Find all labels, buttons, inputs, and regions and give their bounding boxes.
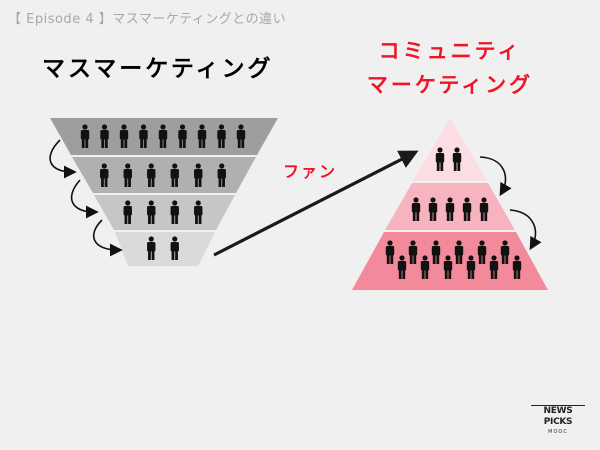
mass-marketing-title: マスマーケティング xyxy=(42,56,274,82)
pyramid-curve-arrows xyxy=(479,156,542,251)
curve-arrow-icon xyxy=(92,219,123,257)
pyramid-tier-1 xyxy=(413,118,487,181)
newspicks-mooc-logo: NEWS PICKS MOOC xyxy=(531,405,585,435)
mass-funnel xyxy=(50,118,278,266)
episode-header: 【 Episode 4 】マスマーケティングとの違い xyxy=(8,12,287,27)
community-title-line1: コミュニティ xyxy=(378,39,522,63)
funnel-curve-arrows xyxy=(49,139,123,257)
logo-sub: MOOC xyxy=(548,429,568,435)
curve-arrow-icon xyxy=(70,179,99,219)
funnel-tier-4 xyxy=(115,232,215,266)
curve-arrow-icon xyxy=(479,156,512,197)
fan-arrow xyxy=(213,150,419,257)
funnel-tier-2 xyxy=(72,157,256,193)
logo-name: NEWS PICKS xyxy=(531,405,585,428)
community-title-line2: マーケティング xyxy=(366,73,534,97)
curve-arrow-icon xyxy=(49,139,77,179)
community-pyramid xyxy=(352,118,548,290)
funnel-tier-3 xyxy=(94,195,235,230)
fan-label: ファン xyxy=(283,162,338,181)
curve-arrow-icon xyxy=(509,209,542,251)
community-marketing-title: コミュニティ マーケティング xyxy=(350,34,550,102)
